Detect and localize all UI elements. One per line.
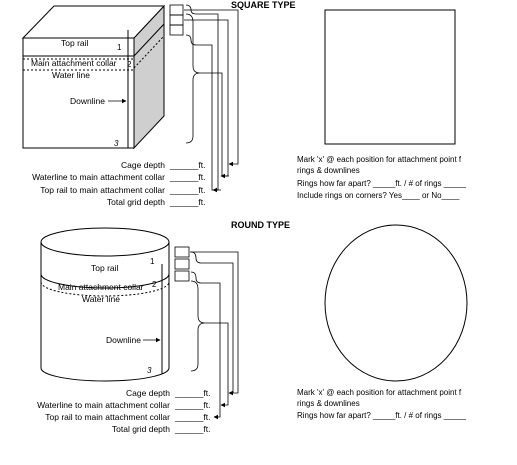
square-row-toprail-label: Top rail to main attachment collar <box>40 185 165 195</box>
round-instructions: Mark 'x' @ each position for attachment … <box>297 388 467 420</box>
square-form-rows: Cage depth ______ft. Waterline to main a… <box>32 160 205 207</box>
square-row-total-label: Total grid depth <box>107 197 165 207</box>
round-num-1: 1 <box>150 257 155 266</box>
square-row-cage-depth-label: Cage depth <box>121 160 165 170</box>
square-water-line-label: Water line <box>52 70 90 80</box>
round-top-rail-label: Top rail <box>91 263 119 273</box>
square-row-waterline-label: Waterline to main attachment collar <box>32 172 165 182</box>
round-row-toprail-label: Top rail to main attachment collar <box>45 412 170 422</box>
square-instructions: Mark 'x' @ each position for attachment … <box>297 155 467 200</box>
square-num-2: 2 <box>127 60 132 69</box>
round-water-line-label: Water line <box>82 294 120 304</box>
round-instruction-2: rings & downlines <box>297 399 360 408</box>
square-instruction-4: Include rings on corners? Yes____ or No_… <box>297 191 460 200</box>
square-type-section: SQUARE TYPE Top rail Main attachment col… <box>21 0 467 207</box>
square-main-collar-label: Main attachment collar <box>31 58 117 68</box>
round-form-rows: Cage depth ______ft. Waterline to main a… <box>37 388 210 434</box>
round-type-section: ROUND TYPE Top rail Main attachment coll… <box>37 220 468 434</box>
collar-side-line <box>133 35 165 69</box>
round-row-total-blank[interactable]: ______ft. <box>174 424 210 434</box>
round-connectors <box>174 246 239 420</box>
square-row-toprail-blank[interactable]: ______ft. <box>169 185 205 195</box>
square-downline-label: Downline <box>70 96 105 106</box>
square-plan-view[interactable] <box>324 9 456 145</box>
round-downline-label: Downline <box>106 335 141 345</box>
square-num-3: 3 <box>114 139 119 148</box>
square-instruction-3: Rings how far apart? _____ft. / # of rin… <box>297 179 467 188</box>
round-row-total-label: Total grid depth <box>112 424 170 434</box>
square-row-cage-depth-blank[interactable]: ______ft. <box>169 160 205 170</box>
round-row-cage-depth-blank[interactable]: ______ft. <box>174 388 210 398</box>
square-instruction-1: Mark 'x' @ each position for attachment … <box>297 155 462 164</box>
cylinder-body <box>40 242 170 382</box>
round-type-title: ROUND TYPE <box>231 220 290 230</box>
square-connectors <box>169 4 239 193</box>
square-instruction-2: rings & downlines <box>297 166 360 175</box>
square-top-rail-label: Top rail <box>61 38 89 48</box>
round-num-3: 3 <box>147 366 152 375</box>
square-type-title: SQUARE TYPE <box>231 0 296 10</box>
cube-front-face <box>22 37 135 149</box>
top-rail-side-line <box>133 23 165 57</box>
round-row-waterline-blank[interactable]: ______ft. <box>174 400 210 410</box>
square-cage-drawing <box>21 4 166 150</box>
round-row-waterline-label: Waterline to main attachment collar <box>37 400 170 410</box>
round-instruction-1: Mark 'x' @ each position for attachment … <box>297 388 462 397</box>
square-row-total-blank[interactable]: ______ft. <box>169 197 205 207</box>
round-plan-view[interactable] <box>324 224 468 382</box>
round-cage-drawing <box>40 227 170 382</box>
round-row-cage-depth-label: Cage depth <box>126 388 170 398</box>
square-row-waterline-blank[interactable]: ______ft. <box>169 172 205 182</box>
cylinder-top-rim <box>40 227 170 257</box>
round-main-collar-label: Main attachment collar <box>58 282 144 292</box>
round-row-toprail-blank[interactable]: ______ft. <box>174 412 210 422</box>
round-instruction-3: Rings how far apart? _____ft. / # of rin… <box>297 411 467 420</box>
square-num-1: 1 <box>117 43 122 52</box>
round-num-2: 2 <box>152 280 157 289</box>
